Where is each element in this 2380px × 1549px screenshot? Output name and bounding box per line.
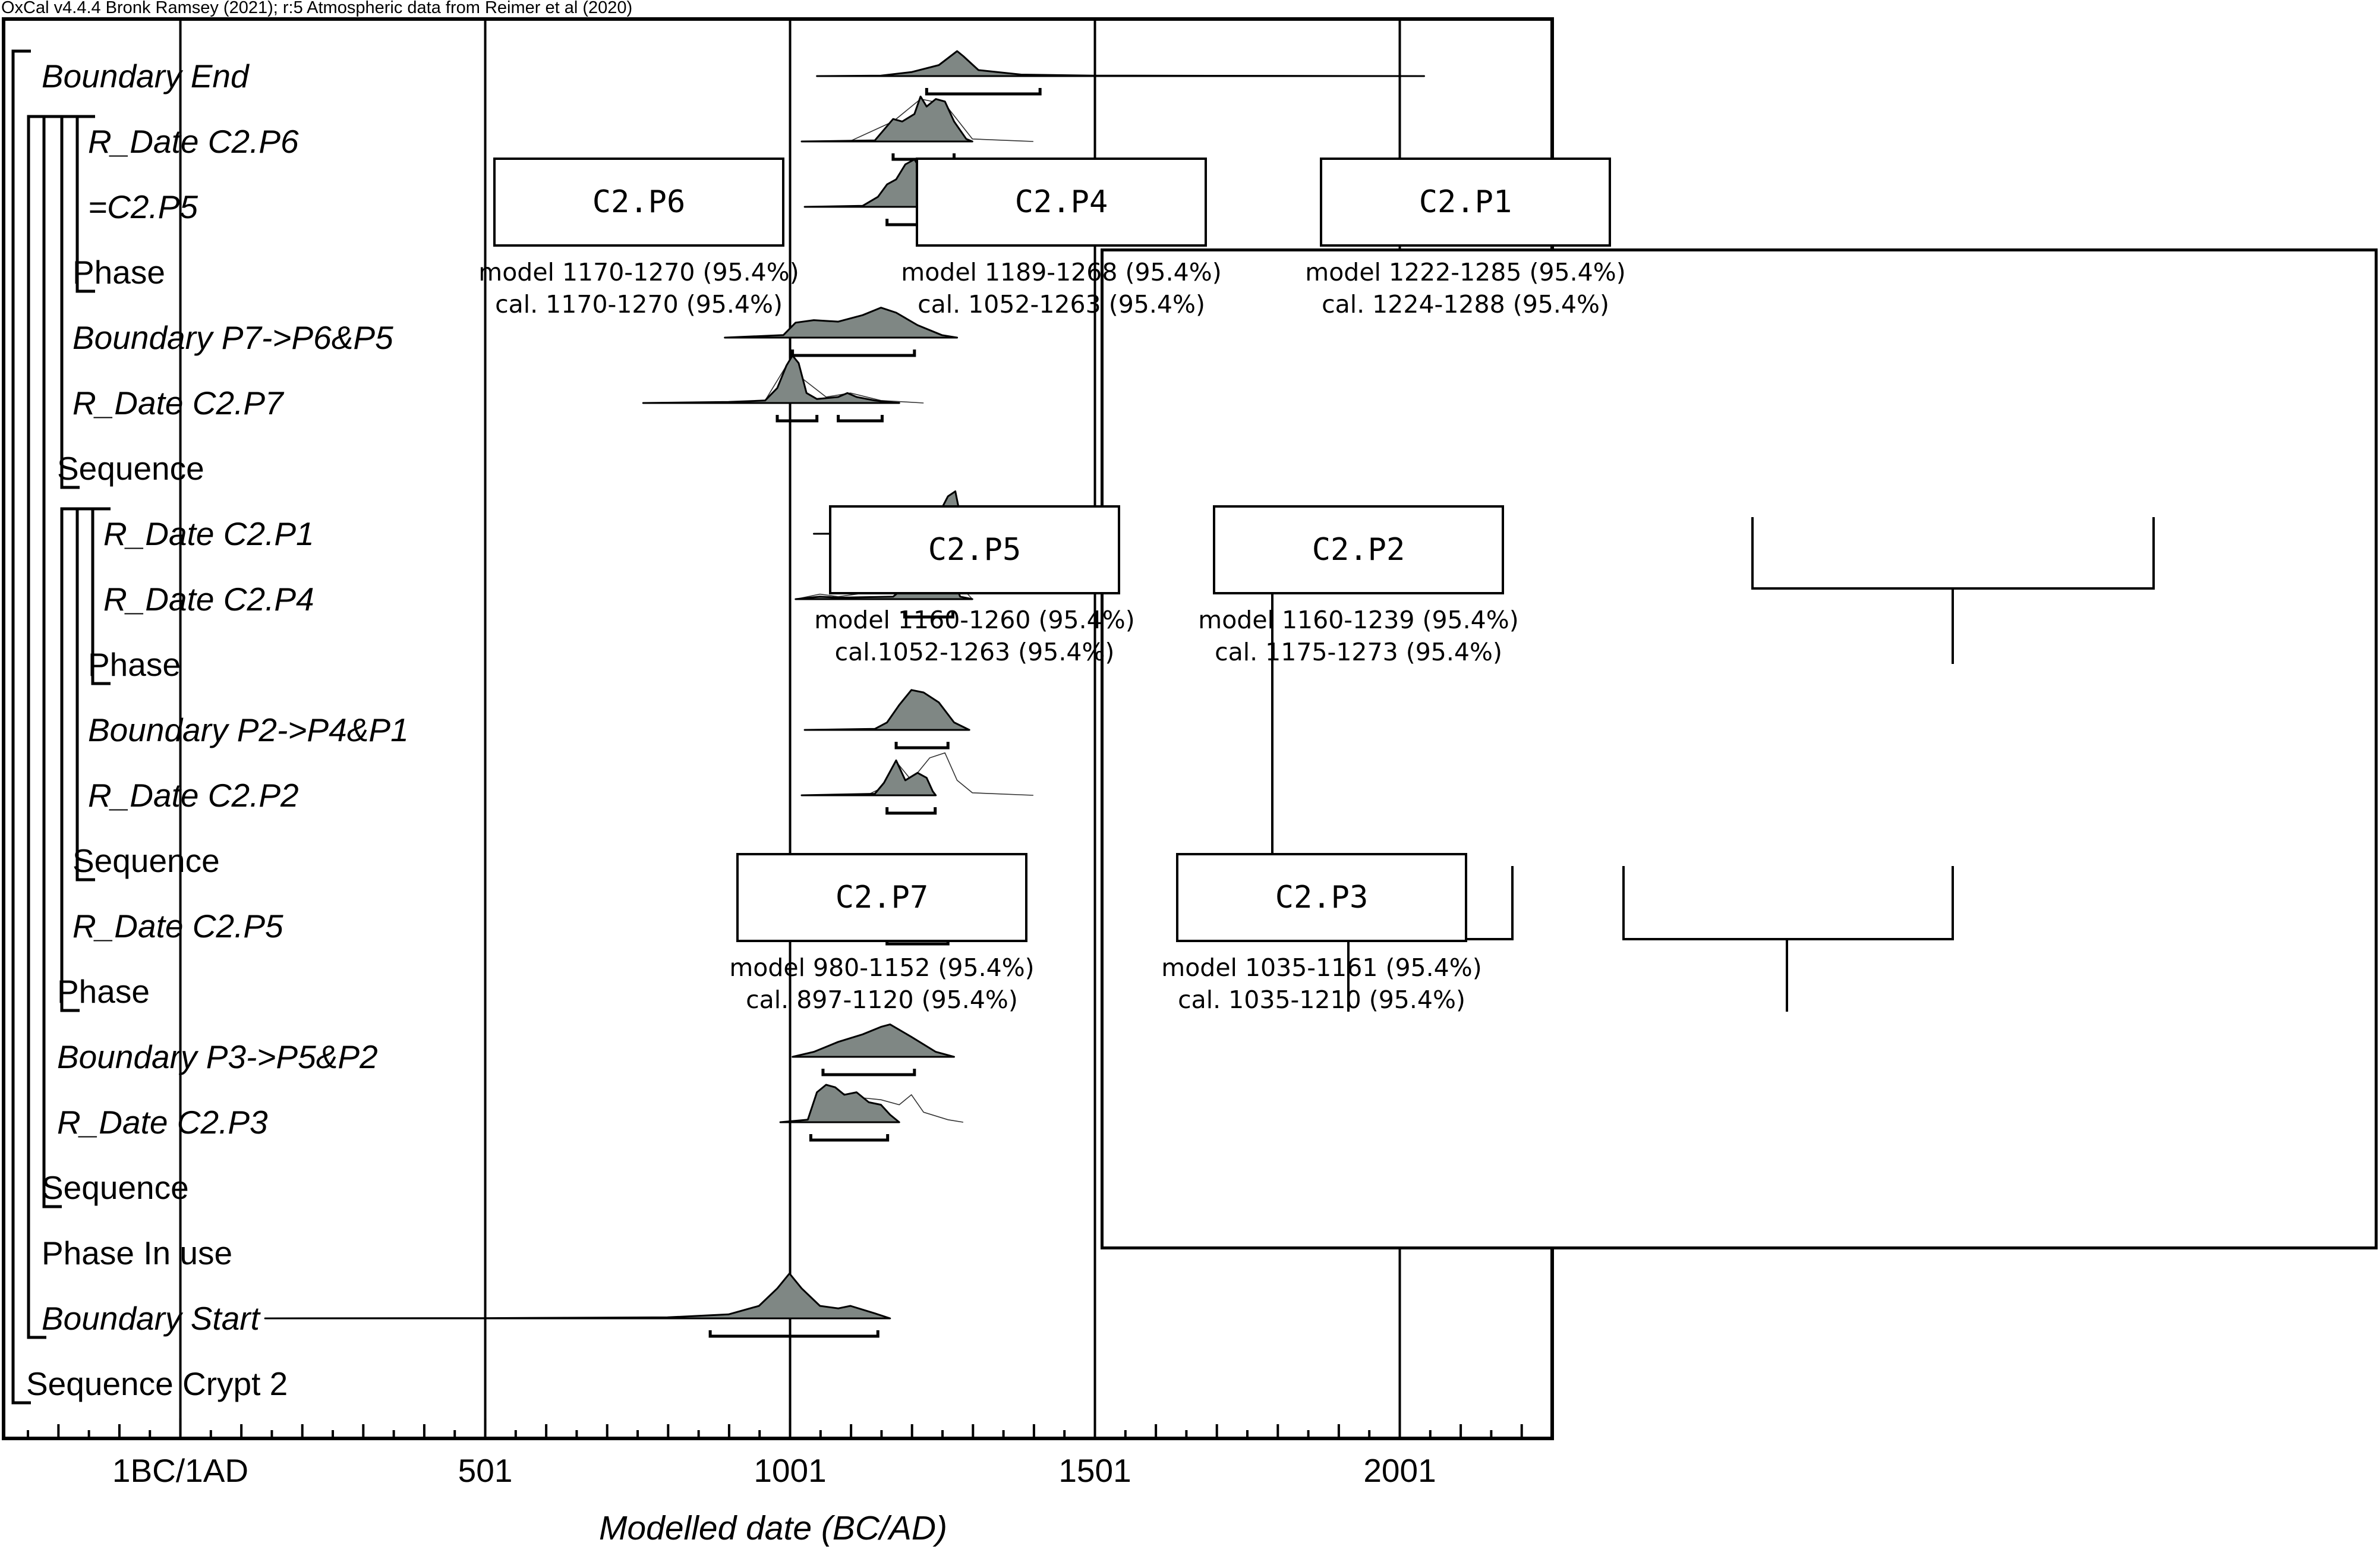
range-bracket xyxy=(885,807,937,815)
structure-bracket xyxy=(42,115,62,1208)
posterior-distribution xyxy=(779,1084,900,1123)
model-inset-panel: C2.P6 model 1170-1270 (95.4%) cal. 1170-12… xyxy=(478,158,2378,1249)
row-label: Boundary End xyxy=(42,58,250,95)
row-label: Boundary P3->P5&P2 xyxy=(57,1038,378,1075)
posterior-distribution xyxy=(800,759,937,796)
node-model-range: model 980-1152 (95.4%) xyxy=(729,953,1035,982)
node-cal-range: cal. 1035-1210 (95.4%) xyxy=(1178,986,1465,1014)
structure-bracket xyxy=(91,507,111,685)
inset-connectors xyxy=(1271,517,2155,1012)
range-bracket xyxy=(809,1134,890,1142)
row-label: Sequence xyxy=(57,450,204,487)
row-label: Sequence xyxy=(72,842,220,879)
row-label: R_Date C2.P2 xyxy=(88,777,299,814)
range-bracket xyxy=(925,88,1042,96)
node-box-c2-p5: C2.P5 xyxy=(829,505,1120,594)
x-axis: 1BC/1AD 501 1001 1501 2001 xyxy=(27,1418,1553,1489)
row-label: R_Date C2.P4 xyxy=(103,581,314,618)
node-model-range: model 1189-1268 (95.4%) xyxy=(901,258,1222,286)
distributions xyxy=(264,50,1425,1338)
node-caption: model 1160-1260 (95.4%) cal.1052-1263 (95… xyxy=(773,604,1177,668)
posterior-distribution xyxy=(800,95,973,143)
structure-bracket xyxy=(75,115,95,293)
node-box-c2-p2: C2.P2 xyxy=(1213,505,1504,594)
posterior-distribution xyxy=(724,307,959,339)
node-model-range: model 1170-1270 (95.4%) xyxy=(478,258,799,286)
row-label: Phase In use xyxy=(42,1235,232,1271)
range-bracket xyxy=(776,415,819,423)
node-box-c2-p1: C2.P1 xyxy=(1320,158,1611,247)
range-bracket xyxy=(821,1069,916,1076)
x-tick-label: 501 xyxy=(458,1452,513,1489)
posterior-distribution xyxy=(642,354,900,404)
structure-brackets xyxy=(11,49,111,1405)
x-axis-title: Modelled date (BC/AD) xyxy=(599,1509,947,1547)
node-model-range: model 1160-1260 (95.4%) xyxy=(814,606,1135,634)
row-label: R_Date C2.P7 xyxy=(72,385,285,421)
range-bracket xyxy=(837,415,884,423)
connector-line xyxy=(1751,517,2155,590)
structure-bracket xyxy=(60,115,80,489)
row-label: Sequence xyxy=(42,1169,189,1206)
row-label: R_Date C2.P5 xyxy=(72,908,283,944)
posterior-distribution xyxy=(792,1023,955,1058)
structure-bracket xyxy=(27,115,46,1339)
posterior-distribution xyxy=(816,50,1425,77)
row-label: =C2.P5 xyxy=(88,188,198,225)
node-box-c2-p4: C2.P4 xyxy=(916,158,1207,247)
row-label: Boundary Start xyxy=(42,1300,261,1337)
x-tick-label: 1001 xyxy=(754,1452,826,1489)
node-cal-range: cal. 897-1120 (95.4%) xyxy=(746,986,1018,1014)
posterior-distribution xyxy=(803,689,970,731)
row-label: Phase xyxy=(88,646,181,683)
software-credit: OxCal v4.4.4 Bronk Ramsey (2021); r:5 At… xyxy=(1,0,632,17)
node-caption: model 1222-1285 (95.4%) cal. 1224-1288 (9… xyxy=(1263,256,1667,320)
node-cal-range: cal. 1224-1288 (95.4%) xyxy=(1322,290,1609,319)
node-model-range: model 1035-1161 (95.4%) xyxy=(1161,953,1482,982)
node-model-range: model 1160-1239 (95.4%) xyxy=(1198,606,1519,634)
node-cal-range: cal.1052-1263 (95.4%) xyxy=(834,638,1115,666)
node-caption: model 1160-1239 (95.4%) cal. 1175-1273 (9… xyxy=(1156,604,1561,668)
connector-line xyxy=(1622,866,1954,940)
node-cal-range: cal. 1175-1273 (95.4%) xyxy=(1215,638,1502,666)
x-tick-label: 1501 xyxy=(1058,1452,1131,1489)
range-bracket xyxy=(708,1330,880,1338)
node-caption: model 1170-1270 (95.4%) cal. 1170-1270 (9… xyxy=(437,256,841,320)
structure-bracket xyxy=(75,507,95,881)
range-bracket xyxy=(791,350,916,357)
row-label: Phase xyxy=(57,973,150,1010)
range-bracket xyxy=(894,742,950,750)
node-caption: model 1189-1268 (95.4%) cal. 1052-1263 (9… xyxy=(859,256,1263,320)
row-label: Sequence Crypt 2 xyxy=(26,1365,288,1402)
node-caption: model 980-1152 (95.4%) cal. 897-1120 (95.… xyxy=(680,952,1084,1016)
node-box-c2-p6: C2.P6 xyxy=(493,158,784,247)
node-cal-range: cal. 1170-1270 (95.4%) xyxy=(495,290,783,319)
row-label: R_Date C2.P1 xyxy=(103,515,314,552)
node-model-range: model 1222-1285 (95.4%) xyxy=(1305,258,1626,286)
node-box-c2-p7: C2.P7 xyxy=(736,853,1027,942)
node-caption: model 1035-1161 (95.4%) cal. 1035-1210 (9… xyxy=(1120,952,1524,1016)
structure-bracket xyxy=(11,49,31,1405)
node-cal-range: cal. 1052-1263 (95.4%) xyxy=(918,290,1205,319)
structure-bracket xyxy=(60,507,80,1012)
node-box-c2-p3: C2.P3 xyxy=(1176,853,1467,942)
x-tick-label: 2001 xyxy=(1363,1452,1436,1489)
posterior-distribution xyxy=(264,1272,891,1320)
range-bracket xyxy=(903,611,954,619)
row-label: Boundary P2->P4&P1 xyxy=(88,711,409,748)
row-label: R_Date C2.P3 xyxy=(57,1104,268,1141)
x-tick-label: 1BC/1AD xyxy=(112,1452,248,1489)
row-label: Phase xyxy=(72,254,165,291)
row-label: R_Date C2.P6 xyxy=(88,123,299,160)
row-label: Boundary P7->P6&P5 xyxy=(72,319,393,356)
gridlines xyxy=(179,19,1401,1438)
